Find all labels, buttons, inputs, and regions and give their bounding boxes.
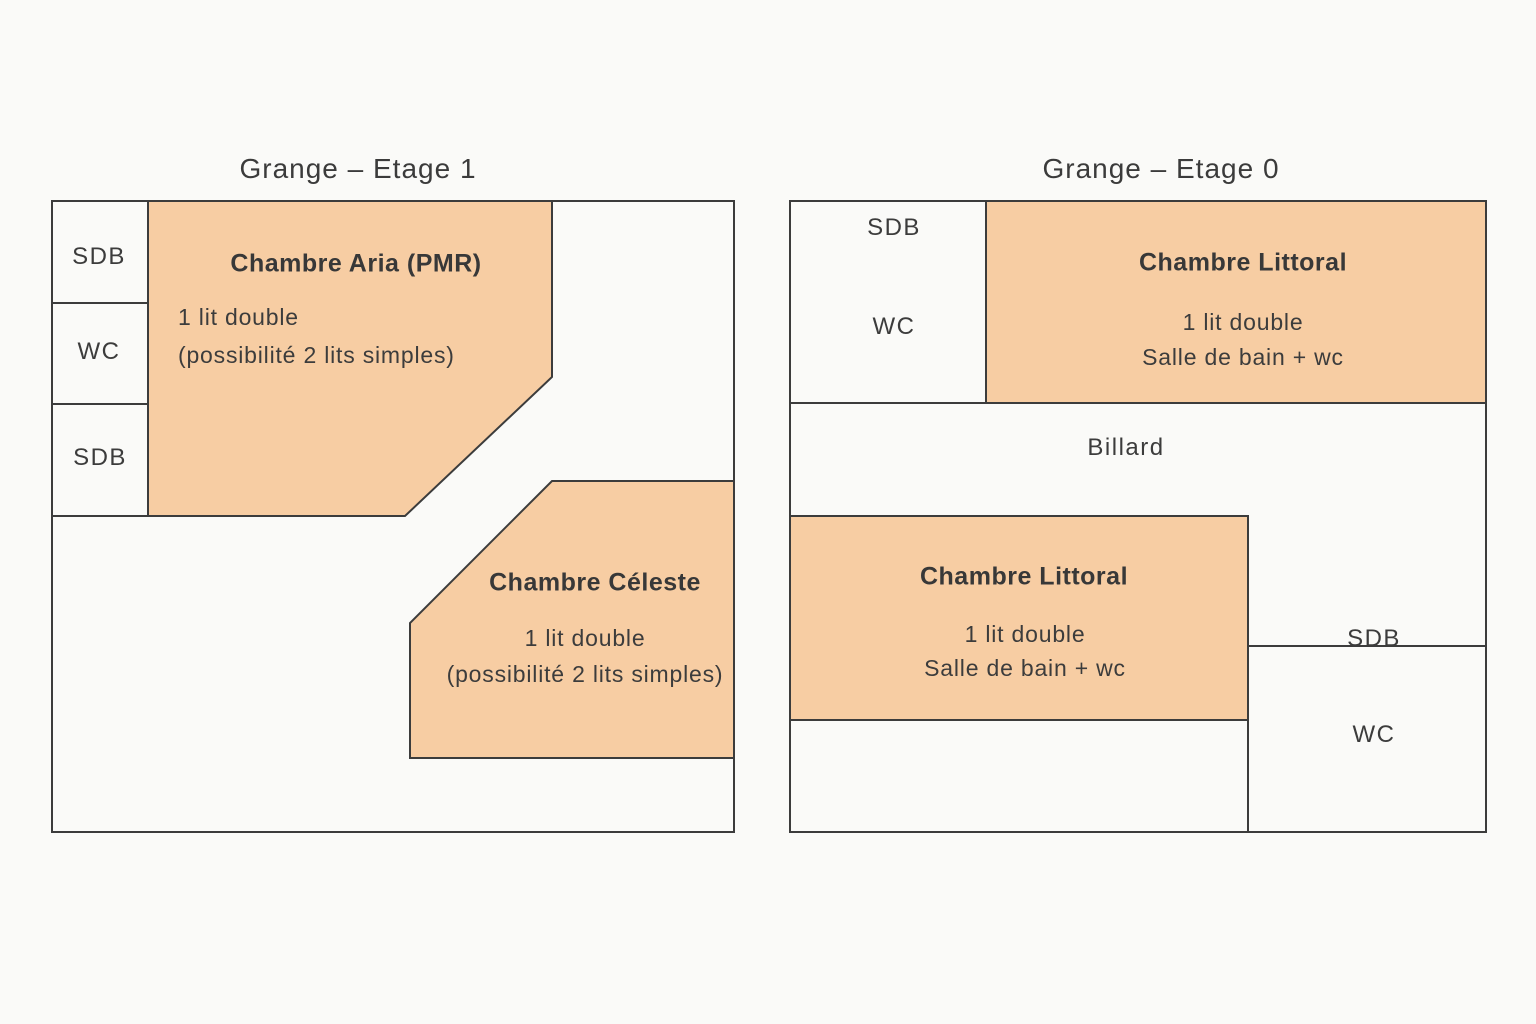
room-littoral-bottom-shape — [789, 515, 1249, 721]
floor1-sdb-bottom-label: SDB — [73, 444, 127, 471]
floor0-sdbwc-top-line2: WC — [872, 313, 916, 340]
floor0-sdbwc-top-label: SDB WC — [867, 145, 921, 409]
room-aria-line2: (possibilité 2 lits simples) — [178, 342, 455, 368]
floor0-title: Grange – Etage 0 — [1042, 153, 1280, 184]
floor0-sdbwc-top-line1: SDB — [867, 214, 921, 241]
room-celeste-line2: (possibilité 2 lits simples) — [446, 661, 724, 687]
floor1-wc-label: WC — [77, 338, 121, 365]
room-billard-label: Billard — [1087, 434, 1165, 461]
room-littoral-bottom-line2: Salle de bain + wc — [924, 655, 1126, 681]
room-celeste-name: Chambre Céleste — [489, 568, 701, 597]
floor1-title: Grange – Etage 1 — [239, 153, 477, 184]
floor0-sdbwc-bottom-label: SDB WC — [1347, 559, 1401, 815]
floor1-sdb-top-label: SDB — [72, 243, 126, 270]
room-celeste-line1: 1 lit double — [524, 625, 646, 651]
room-littoral-bottom-line1: 1 lit double — [964, 621, 1086, 647]
floor0-sdbwc-bottom-line2: WC — [1352, 721, 1396, 748]
floor1-partition-walls — [52, 201, 405, 517]
floor1-plan — [51, 200, 735, 833]
floor0-partition-walls — [790, 201, 1486, 832]
floor0-plan — [789, 200, 1487, 833]
room-aria-line1: 1 lit double — [178, 304, 299, 330]
room-aria-name: Chambre Aria (PMR) — [230, 249, 482, 278]
room-littoral-bottom-details: 1 lit double Salle de bain + wc — [924, 617, 1126, 685]
room-celeste-shape — [409, 480, 735, 759]
room-littoral-top-line2: Salle de bain + wc — [1142, 344, 1344, 370]
room-littoral-top-details: 1 lit double Salle de bain + wc — [1142, 305, 1344, 375]
room-littoral-top-name: Chambre Littoral — [1138, 248, 1348, 277]
room-celeste-details: 1 lit double (possibilité 2 lits simples… — [447, 620, 724, 692]
floor0-sdbwc-bottom-line1: SDB — [1347, 625, 1401, 652]
room-aria-details: 1 lit double (possibilité 2 lits simples… — [178, 298, 455, 374]
room-littoral-bottom-name: Chambre Littoral — [919, 562, 1129, 591]
room-littoral-top-line1: 1 lit double — [1182, 309, 1304, 335]
